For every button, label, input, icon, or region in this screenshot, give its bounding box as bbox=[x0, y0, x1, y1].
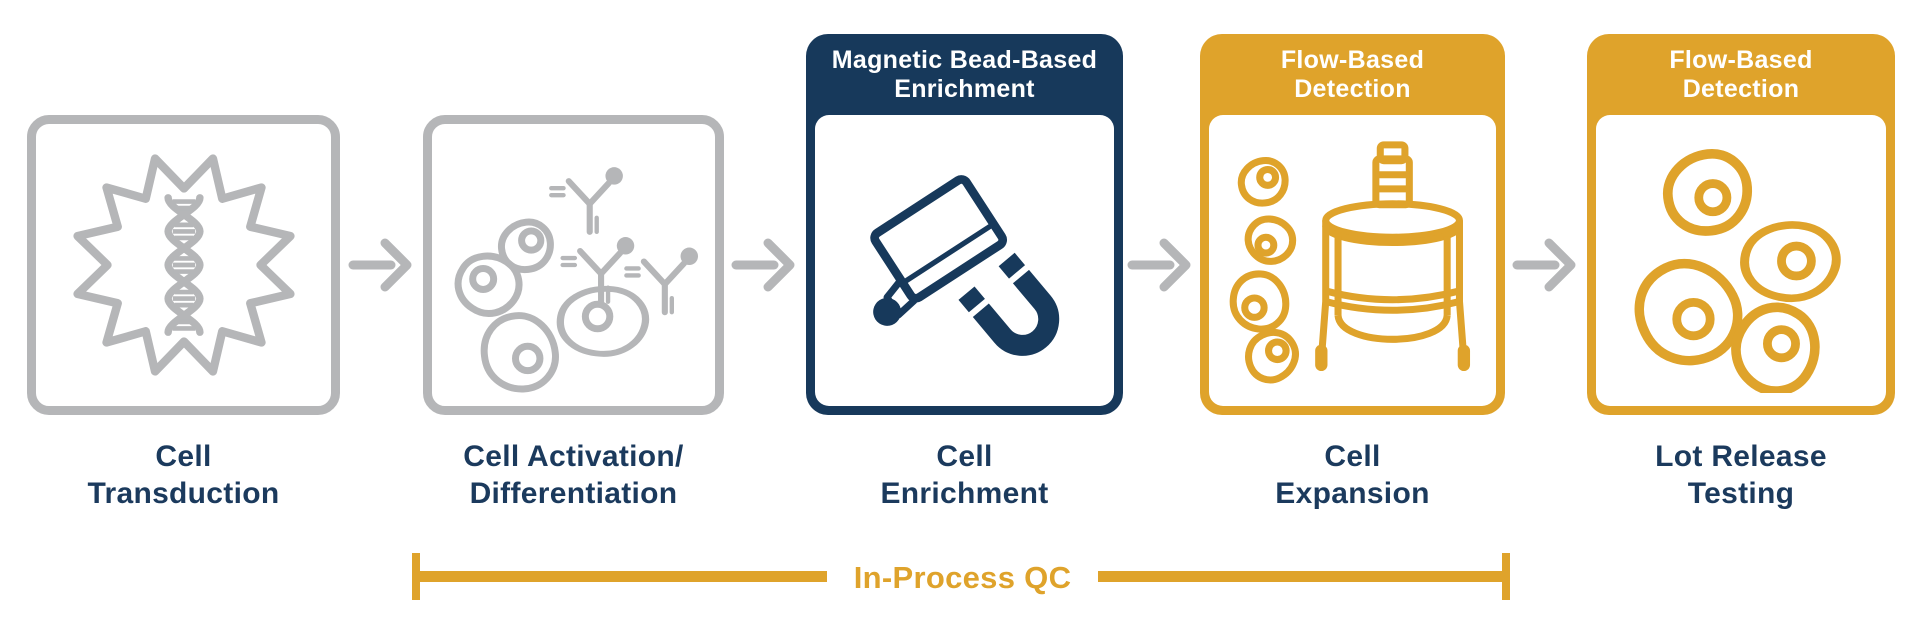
cell-transduction-box bbox=[27, 115, 340, 415]
in-process-qc-label: In-Process QC bbox=[853, 560, 1072, 595]
cell-enrichment-box: Magnetic Bead-Based Enrichment bbox=[806, 34, 1123, 415]
cells-icon bbox=[1609, 129, 1873, 393]
lot-release-box-body bbox=[1596, 115, 1886, 406]
flow-arrow-icon bbox=[1127, 238, 1191, 292]
cell-expansion-label: Cell Expansion bbox=[1275, 440, 1430, 510]
cell-enrichment-box-body bbox=[815, 115, 1114, 406]
cell-transduction-label: Cell Transduction bbox=[87, 440, 280, 510]
magnetic-bead-enrichment-header: Magnetic Bead-Based Enrichment bbox=[831, 45, 1098, 103]
cells-bioreactor-icon bbox=[1221, 140, 1470, 393]
lot-release-testing-label: Lot Release Testing bbox=[1655, 440, 1827, 510]
flow-based-detection-header: Flow-Based Detection bbox=[1669, 45, 1813, 103]
flow-arrow-icon bbox=[1512, 238, 1576, 292]
lot-release-testing-box: Flow-Based Detection bbox=[1587, 34, 1895, 415]
flask-magnet-icon bbox=[869, 174, 1059, 356]
qc-bracket-line-right bbox=[1098, 571, 1504, 582]
cell-enrichment-label: Cell Enrichment bbox=[880, 440, 1049, 510]
cells-antibodies-icon bbox=[443, 134, 705, 396]
flow-based-detection-header: Flow-Based Detection bbox=[1280, 45, 1425, 103]
qc-bracket-right-cap bbox=[1502, 553, 1510, 600]
cell-expansion-box: Flow-Based Detection bbox=[1200, 34, 1505, 415]
viral-vector-dna-icon bbox=[72, 154, 295, 376]
cell-activation-label: Cell Activation/ Differentiation bbox=[463, 440, 684, 510]
cell-expansion-box-body bbox=[1209, 115, 1496, 406]
flow-arrow-icon bbox=[731, 238, 795, 292]
qc-bracket-line-left bbox=[416, 571, 827, 582]
flow-arrow-icon bbox=[348, 238, 412, 292]
cell-activation-box bbox=[423, 115, 724, 415]
